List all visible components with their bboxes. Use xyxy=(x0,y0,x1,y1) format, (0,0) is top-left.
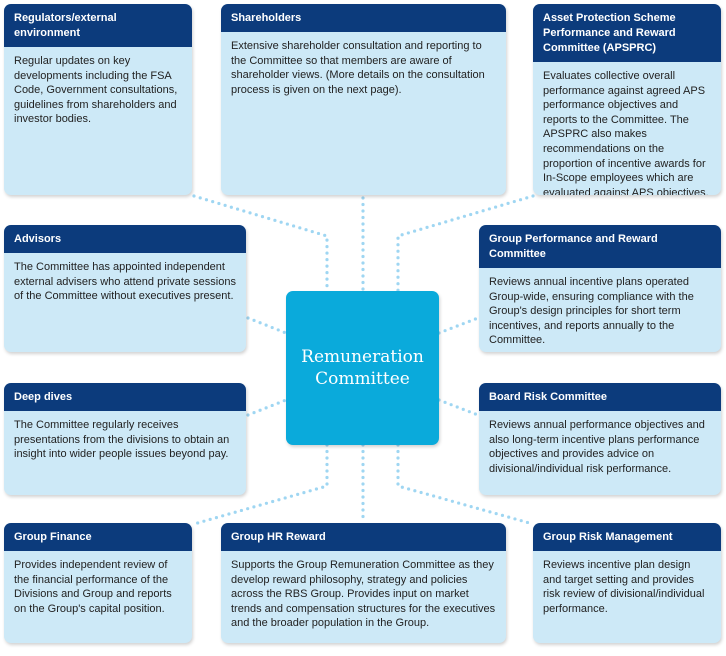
box-text: Reviews annual performance objectives an… xyxy=(489,419,705,475)
remuneration-committee-node: Remuneration Committee xyxy=(286,291,439,445)
connector-advisors xyxy=(246,316,288,335)
box-text: Reviews incentive plan design and target… xyxy=(543,559,705,615)
box-title: Regulators/external environment xyxy=(4,4,192,47)
box-title: Group Risk Management xyxy=(533,523,721,551)
box-text: The Committee has appointed independent … xyxy=(14,261,236,303)
center-title-line2: Committee xyxy=(315,369,410,389)
box-title: Asset Protection Scheme Performance and … xyxy=(533,4,721,62)
connector-deep-dives xyxy=(246,398,288,417)
box-group-finance: Group Finance Provides independent revie… xyxy=(4,523,192,643)
connector-board-risk xyxy=(437,398,480,417)
center-title-line1: Remuneration xyxy=(301,347,424,367)
box-board-risk: Board Risk Committee Reviews annual perf… xyxy=(479,383,721,495)
box-group-risk-management: Group Risk Management Reviews incentive … xyxy=(533,523,721,643)
box-text: Evaluates collective overall performance… xyxy=(543,70,709,195)
box-text: Extensive shareholder consultation and r… xyxy=(231,40,485,96)
box-group-performance: Group Performance and Reward Committee R… xyxy=(479,225,721,352)
connector-group-performance xyxy=(437,316,480,335)
box-title: Group Finance xyxy=(4,523,192,551)
box-title: Advisors xyxy=(4,225,246,253)
box-title: Group Performance and Reward Committee xyxy=(479,225,721,268)
box-advisors: Advisors The Committee has appointed ind… xyxy=(4,225,246,352)
box-group-hr-reward: Group HR Reward Supports the Group Remun… xyxy=(221,523,506,643)
box-text: Provides independent review of the finan… xyxy=(14,559,172,615)
box-text: Reviews annual incentive plans operated … xyxy=(489,276,694,347)
box-text: Supports the Group Remuneration Committe… xyxy=(231,559,496,630)
box-deep-dives: Deep dives The Committee regularly recei… xyxy=(4,383,246,495)
connector-regulators xyxy=(192,194,329,293)
connector-apsprc xyxy=(396,194,535,293)
connector-group-risk xyxy=(396,443,535,526)
box-regulators: Regulators/external environment Regular … xyxy=(4,4,192,195)
box-shareholders: Shareholders Extensive shareholder consu… xyxy=(221,4,506,195)
box-title: Deep dives xyxy=(4,383,246,411)
box-title: Group HR Reward xyxy=(221,523,506,551)
box-apsprc: Asset Protection Scheme Performance and … xyxy=(533,4,721,195)
box-text: Regular updates on key developments incl… xyxy=(14,55,178,126)
box-text: The Committee regularly receives present… xyxy=(14,419,230,461)
connector-group-finance xyxy=(192,443,329,526)
box-title: Shareholders xyxy=(221,4,506,32)
box-title: Board Risk Committee xyxy=(479,383,721,411)
